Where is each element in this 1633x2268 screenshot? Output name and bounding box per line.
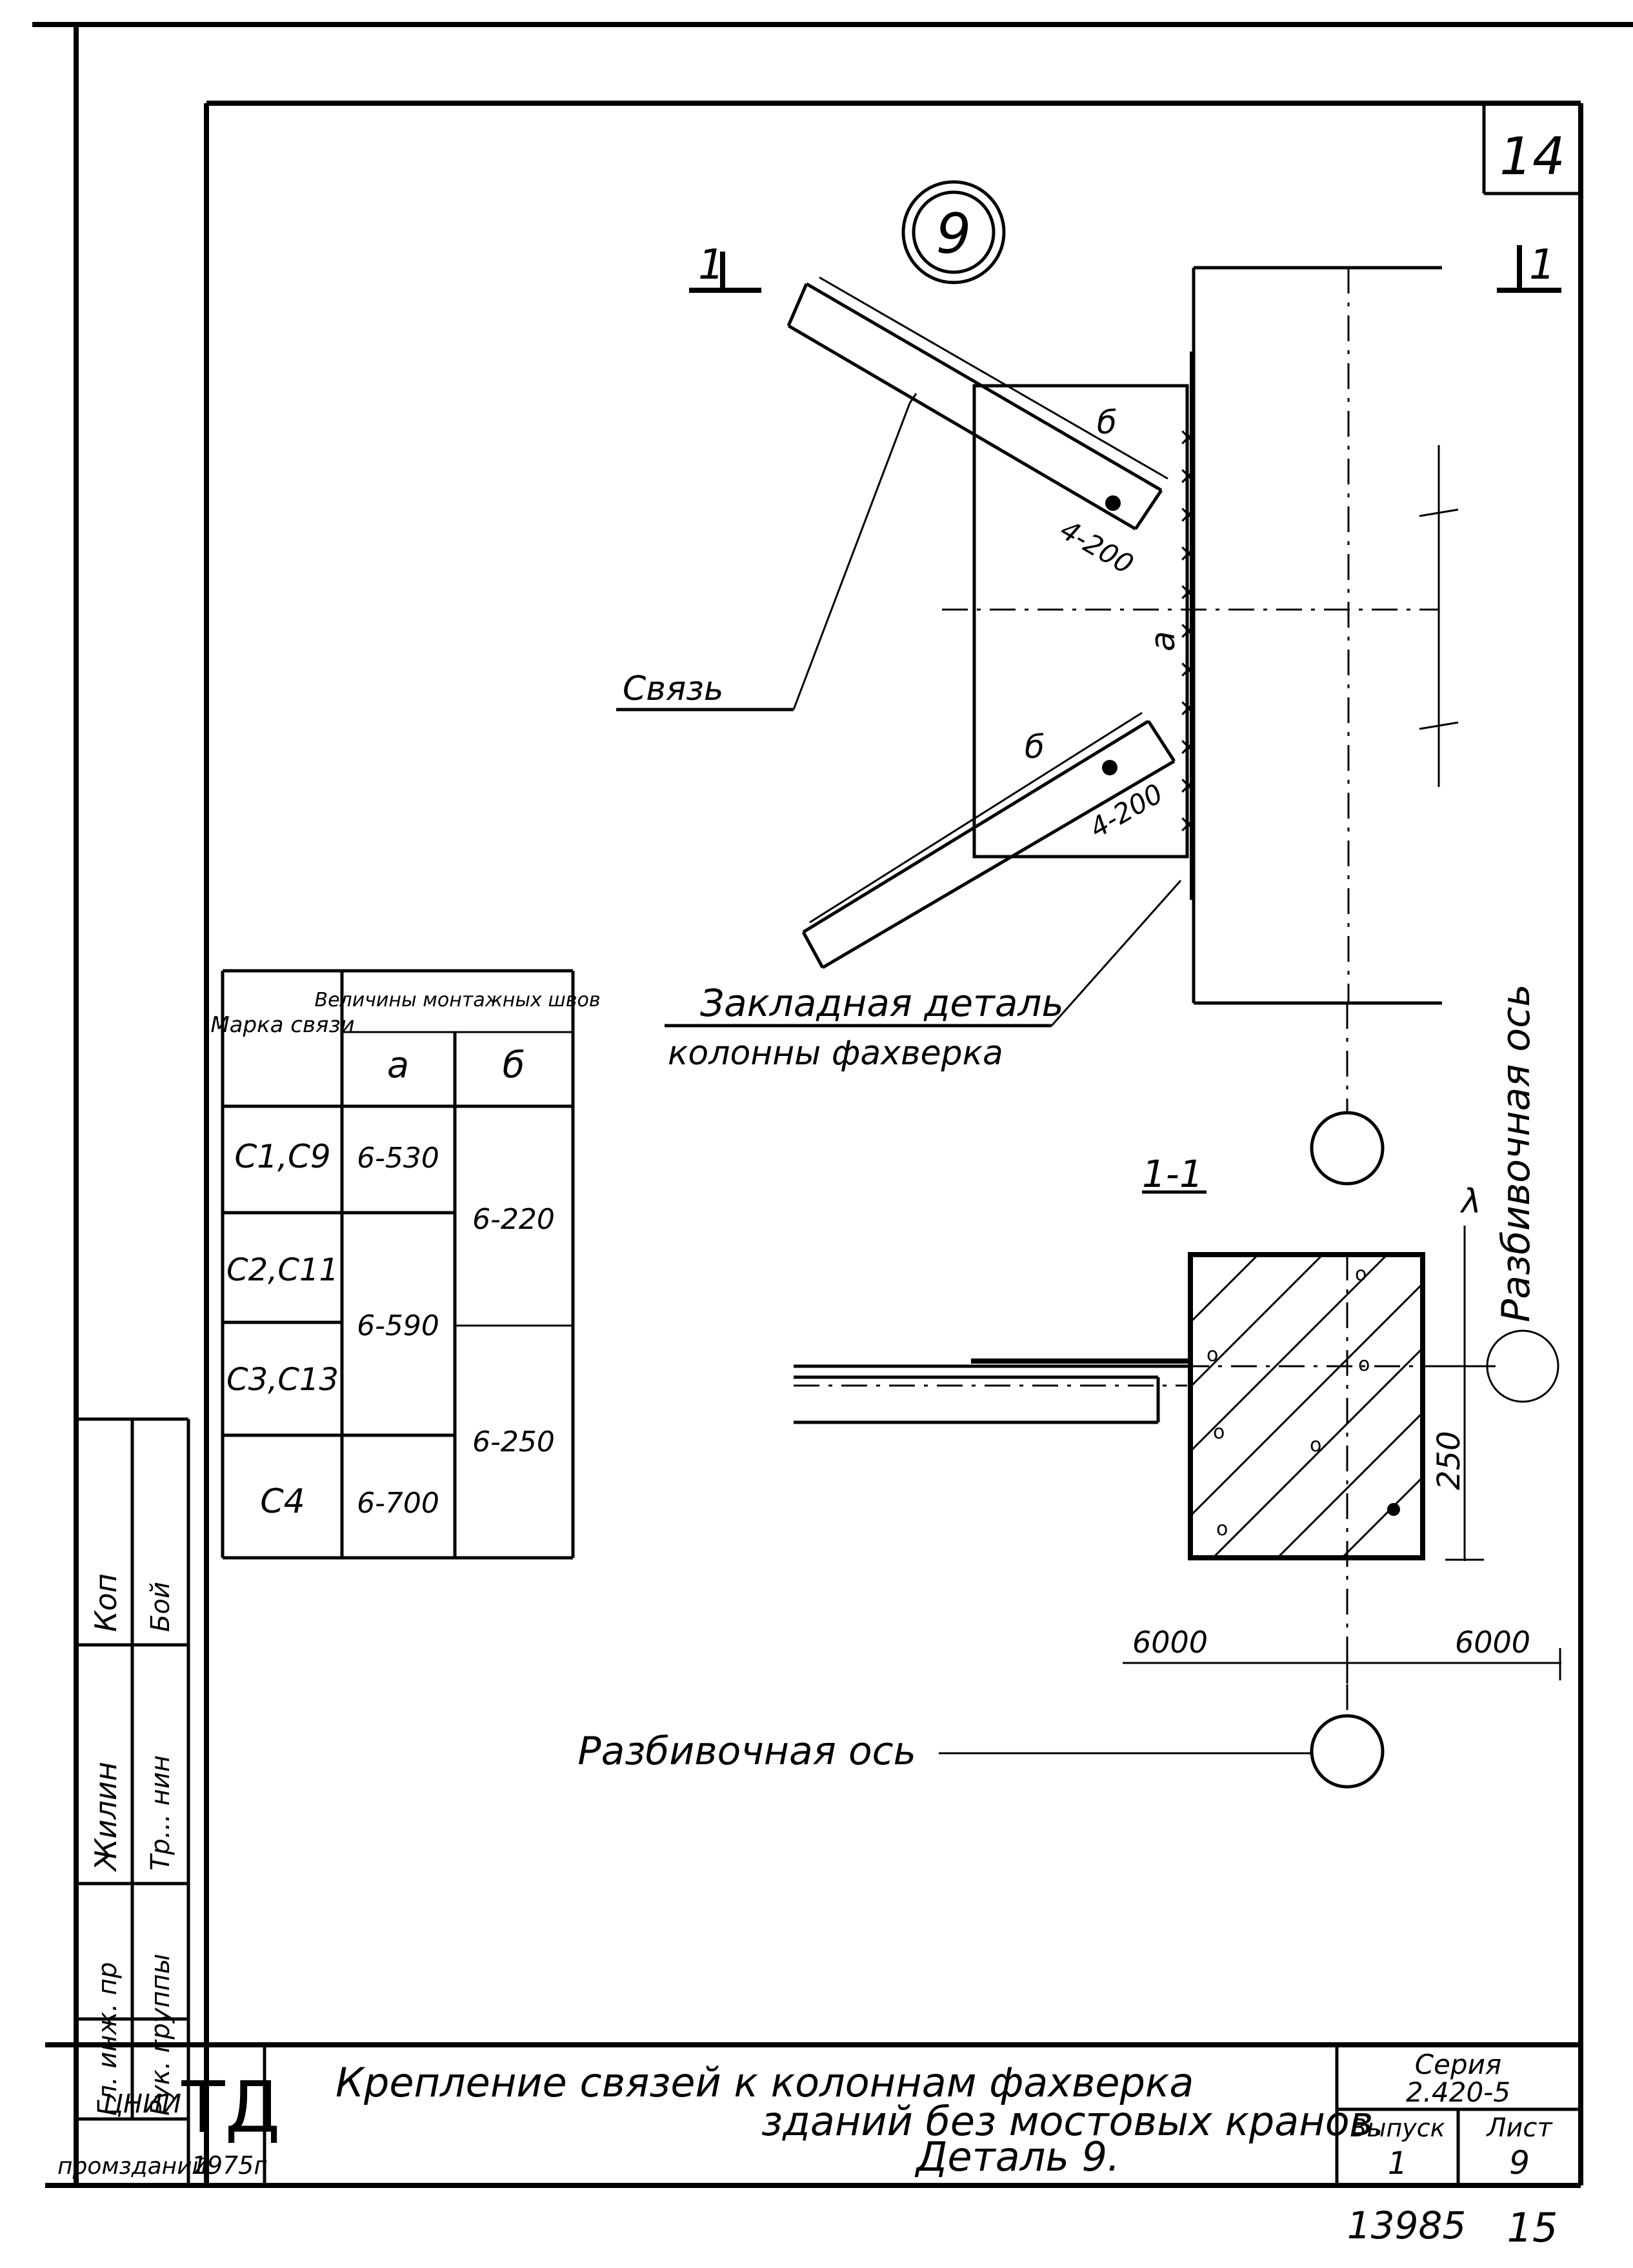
series-value: 2.420-5	[1406, 2076, 1510, 2108]
org-line-2: промзданий	[57, 2153, 207, 2180]
sheet-inner-frame	[45, 101, 1583, 2188]
title-year: 1975г	[192, 2151, 268, 2180]
corner-number-box: 14	[1482, 103, 1581, 195]
svg-text:o: o	[1207, 1344, 1218, 1366]
svg-text:б: б	[1025, 728, 1045, 766]
drawing-title-3: Деталь 9.	[914, 2133, 1120, 2180]
logo-td: ТД	[181, 2066, 280, 2149]
svg-text:o: o	[1216, 1518, 1228, 1540]
axis-circle-lower	[1310, 1714, 1385, 1789]
sheet-value: 9	[1509, 2144, 1530, 2182]
svg-text:o: o	[1355, 1263, 1367, 1286]
svg-text:б: б	[1097, 404, 1117, 441]
detail-mark-number: 9	[936, 202, 972, 266]
axis-label-horizontal: Разбивочная ось	[577, 1729, 916, 1774]
svg-text:1: 1	[1529, 241, 1556, 289]
issue-value: 1	[1388, 2145, 1408, 2182]
label-embedded-part-1: Закладная деталь	[700, 981, 1064, 1025]
table-row-a: 6-590	[357, 1309, 439, 1342]
drawing-title-1: Крепление связей к колоннам фахверка	[336, 2059, 1194, 2106]
stamp-row: Рук. группы	[146, 1954, 175, 2116]
title-block: ЦНИИ промзданий ТД 1975г Крепление связе…	[45, 2042, 1581, 2185]
dim-250: 250	[1431, 1431, 1467, 1490]
embedded-plate: а × × × × × × × × × × ×	[972, 352, 1207, 900]
table-header-mark: Марка связи	[210, 1012, 354, 1038]
stamp-row: Гл. инж. пр	[93, 1962, 123, 2116]
section-axis	[939, 1255, 1559, 1789]
svg-text:а: а	[1144, 631, 1183, 652]
table-row-mark: С4	[260, 1482, 305, 1521]
axis-label-vertical: Разбивочная ось	[1494, 984, 1539, 1322]
table-col-b: б	[503, 1044, 525, 1086]
leader-embedded-part: Закладная деталь колонны фахверка	[665, 880, 1182, 1073]
section-title: 1-1	[1142, 1152, 1207, 1196]
stamp-row: Тр... нин	[146, 1755, 175, 1871]
corner-number: 14	[1499, 126, 1565, 186]
table-header-values: Величины монтажных швов	[314, 989, 600, 1011]
drawing-title-2: зданий без мостовых кранов.	[761, 2098, 1386, 2145]
dim-right: 6000	[1455, 1625, 1530, 1660]
table-col-a: а	[387, 1044, 409, 1086]
table-row-a: 6-530	[357, 1142, 439, 1175]
stamp-number: 13985	[1347, 2203, 1467, 2247]
sheet-outer-border	[32, 22, 1633, 2185]
svg-text:o: o	[1358, 1353, 1370, 1376]
section-dimensions: 250 λ 6000 6000	[1123, 1182, 1561, 1684]
stamp-row: Бой	[146, 1582, 175, 1632]
issue-label: Выпуск	[1350, 2114, 1445, 2142]
sheet-label: Лист	[1485, 2113, 1553, 2143]
stamp-number-right: 15	[1507, 2204, 1558, 2251]
weld-table: Марка связи Величины монтажных швов а б …	[210, 969, 601, 1560]
table-row-mark: С3,С13	[226, 1362, 339, 1398]
section-column: o o o o o o	[1188, 1252, 1425, 1560]
section-marker-left: 1	[689, 241, 761, 293]
svg-text:o: o	[1213, 1421, 1225, 1444]
weld-cross-marks: × × × × × × × × × × ×	[1178, 423, 1207, 838]
stamp-row: Жилин	[88, 1762, 123, 1873]
side-stamp: Гл. инж. пр Рук. группы Жилин Тр... нин …	[76, 1417, 190, 2185]
label-brace: Связь	[623, 670, 724, 708]
svg-text:1-1: 1-1	[1142, 1152, 1203, 1196]
section-marker-right: 1	[1497, 241, 1561, 293]
table-b-value: 6-220	[472, 1203, 555, 1236]
axis-circle-upper	[1310, 1111, 1385, 1186]
brace-upper: б 4-200	[786, 276, 1168, 581]
leader-brace: Связь	[616, 393, 917, 711]
dim-left: 6000	[1132, 1625, 1208, 1660]
svg-text:o: o	[1310, 1434, 1321, 1457]
dim-lambda-section: λ	[1459, 1182, 1481, 1221]
table-row-mark: С1,С9	[234, 1138, 330, 1175]
table-b-value: 6-250	[472, 1426, 555, 1458]
table-row-mark: С2,С11	[226, 1252, 339, 1288]
org-line-1: ЦНИИ	[103, 2089, 181, 2119]
svg-text:1: 1	[698, 241, 725, 289]
table-row-a: 6-700	[357, 1487, 439, 1520]
series-label: Серия	[1415, 2049, 1501, 2080]
svg-text:4-200: 4-200	[1085, 777, 1168, 844]
detail-mark: 9	[901, 180, 1006, 284]
stamp-row: Коп	[88, 1573, 123, 1632]
brace-lower: б 4-200	[801, 711, 1176, 970]
section-brace	[794, 1358, 1190, 1424]
label-embedded-part-2: колонны фахверка	[668, 1034, 1003, 1073]
